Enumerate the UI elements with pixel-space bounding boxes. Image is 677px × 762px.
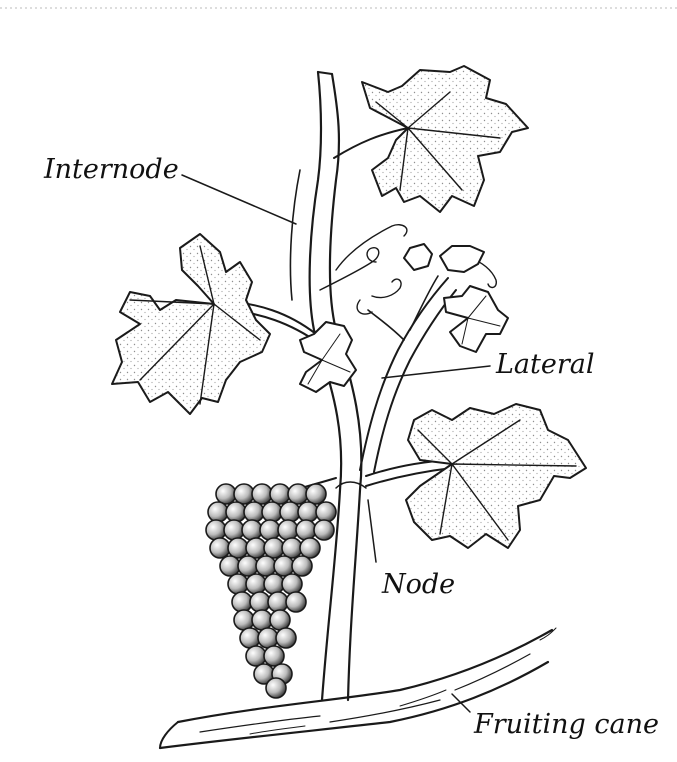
lateral-leader-line	[382, 366, 490, 378]
grape-berry	[252, 610, 272, 630]
grape-berry	[238, 556, 258, 576]
grape-berry	[256, 556, 276, 576]
grape-berry	[208, 502, 228, 522]
grape-berry	[210, 538, 230, 558]
grape-berry	[234, 610, 254, 630]
grape-berry	[242, 520, 262, 540]
grape-berry	[280, 502, 300, 522]
grape-berry	[292, 556, 312, 576]
grape-berry	[282, 538, 302, 558]
grape-berry	[226, 502, 246, 522]
grape-berry	[282, 574, 302, 594]
grape-berry	[234, 484, 254, 504]
grape-berry	[264, 646, 284, 666]
grape-berry	[206, 520, 226, 540]
leaf-top	[362, 66, 528, 212]
grape-berry	[266, 678, 286, 698]
leaf-left	[112, 234, 270, 414]
leaf-right-large	[406, 404, 586, 548]
grape-berry	[244, 502, 264, 522]
grape-berry	[220, 556, 240, 576]
node-leader-line	[368, 500, 376, 562]
grape-berry	[258, 628, 278, 648]
grape-berry	[270, 484, 290, 504]
grape-berry	[232, 592, 252, 612]
grape-berry	[252, 484, 272, 504]
grape-berry	[288, 484, 308, 504]
grape-berry	[274, 556, 294, 576]
internode-leader-line	[182, 175, 296, 224]
grape-berry	[246, 574, 266, 594]
label-lateral: Lateral	[495, 349, 595, 380]
grape-berry	[306, 484, 326, 504]
grape-berry	[264, 538, 284, 558]
label-internode: Internode	[43, 154, 179, 185]
grape-berry	[316, 502, 336, 522]
label-fruiting-cane: Fruiting cane	[473, 709, 659, 740]
leaf-small-right-lower	[444, 286, 508, 352]
grape-berry	[262, 502, 282, 522]
grape-berry	[250, 592, 270, 612]
grape-berry	[264, 574, 284, 594]
grape-berry	[246, 538, 266, 558]
grape-cluster	[206, 484, 336, 698]
grape-berry	[240, 628, 260, 648]
grape-berry	[224, 520, 244, 540]
leaf-small-top-right	[404, 244, 484, 272]
grape-berry	[296, 520, 316, 540]
grape-berry	[300, 538, 320, 558]
grape-berry	[228, 538, 248, 558]
grape-berry	[314, 520, 334, 540]
grape-berry	[286, 592, 306, 612]
grape-berry	[298, 502, 318, 522]
grape-berry	[270, 610, 290, 630]
grape-berry	[228, 574, 248, 594]
label-node: Node	[381, 569, 455, 600]
leaf-small-center	[300, 322, 356, 392]
grape-berry	[268, 592, 288, 612]
grape-berry	[278, 520, 298, 540]
grape-berry	[246, 646, 266, 666]
fruiting-cane-leader-line	[452, 694, 470, 712]
grape-berry	[260, 520, 280, 540]
grape-berry	[216, 484, 236, 504]
grape-berry	[276, 628, 296, 648]
